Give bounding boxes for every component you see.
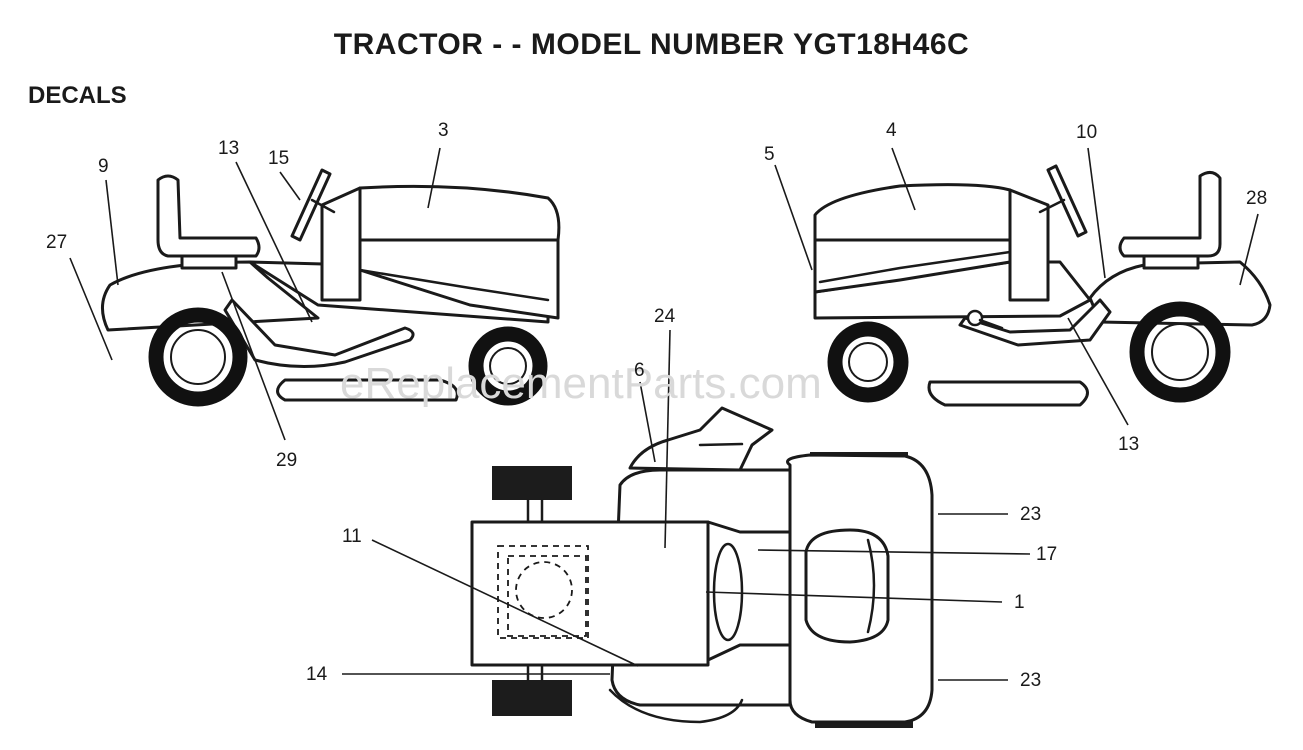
tractor-right-side-view [813, 164, 1272, 407]
callout-10: 10 [1076, 122, 1097, 143]
callout-11: 11 [342, 526, 362, 547]
callout-27: 27 [46, 232, 67, 253]
callout-5: 5 [764, 144, 775, 165]
callout-24: 24 [654, 306, 676, 327]
callout-29: 29 [276, 450, 297, 471]
callout-13-right: 13 [1118, 434, 1139, 455]
callout-6: 6 [634, 360, 645, 381]
section-heading: DECALS [28, 82, 127, 109]
diagram-title: TRACTOR - - MODEL NUMBER YGT18H46C [333, 28, 970, 61]
callout-23-top: 23 [1020, 504, 1041, 525]
callout-9: 9 [98, 156, 109, 177]
callout-15: 15 [268, 148, 289, 169]
callout-leader-lines [69, 147, 1259, 681]
callout-14: 14 [306, 664, 328, 685]
callout-1: 1 [1014, 592, 1025, 613]
tractor-top-view [470, 406, 934, 728]
watermark-text: eReplacementParts.com [340, 359, 822, 408]
callout-4: 4 [886, 120, 897, 141]
callout-28: 28 [1246, 188, 1267, 209]
callout-numbers: 3 9 13 15 27 29 4 5 10 28 13 24 6 11 14 … [46, 120, 1267, 691]
callout-17: 17 [1036, 544, 1057, 565]
tractor-left-side-view [101, 168, 561, 407]
callout-3: 3 [438, 120, 449, 141]
callout-13-left: 13 [218, 138, 239, 159]
callout-23-bottom: 23 [1020, 670, 1041, 691]
